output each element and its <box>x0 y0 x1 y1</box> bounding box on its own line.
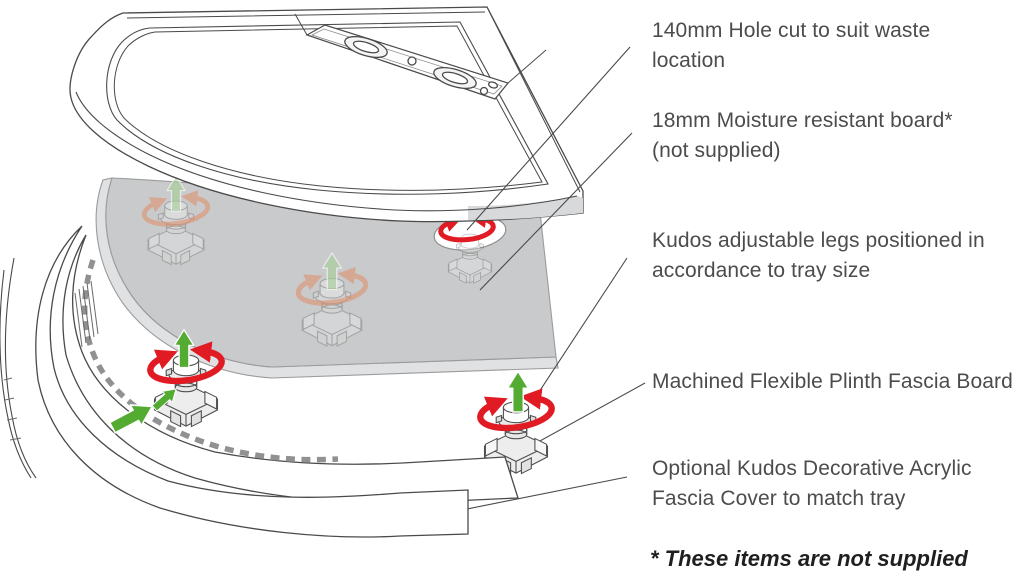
annotation-fascia-line2: Fascia Cover to match tray <box>652 487 906 510</box>
fascia-far-end <box>0 257 37 479</box>
annotation-legs-line1: Kudos adjustable legs positioned in <box>652 229 985 252</box>
leader-fascia <box>436 476 628 516</box>
annotation-plinth-line1: Machined Flexible Plinth Fascia Board <box>652 370 1013 393</box>
leader-legs <box>536 257 628 396</box>
annotation-board-line2: (not supplied) <box>652 139 781 162</box>
ghost-leg-left <box>141 175 211 266</box>
adjustable-leg-left <box>147 329 225 428</box>
annotation-legs-line2: accordance to tray size <box>652 259 871 282</box>
leader-board <box>479 132 633 291</box>
annotation-fascia: Optional Kudos Decorative Acrylic Fascia… <box>652 454 1024 514</box>
kerf-end-hatch <box>74 280 99 348</box>
ghost-leg-in-hole <box>438 211 496 284</box>
annotation-hole-line2: location <box>652 49 726 72</box>
rotate-arrow-hole <box>438 211 496 243</box>
annotation-board-line1: 18mm Moisture resistant board* <box>652 109 953 132</box>
annotation-legs: Kudos adjustable legs positioned in acco… <box>652 226 1024 286</box>
adjustable-leg-right <box>477 370 555 475</box>
annotation-hole: 140mm Hole cut to suit waste location <box>652 16 1024 76</box>
ghost-leg-centre <box>295 252 369 347</box>
acrylic-fascia-cover <box>35 225 469 538</box>
rotate-arrow-left <box>147 341 225 385</box>
annotation-plinth: Machined Flexible Plinth Fascia Board <box>652 367 1024 397</box>
annotation-fascia-line1: Optional Kudos Decorative Acrylic <box>652 457 972 480</box>
annotation-board: 18mm Moisture resistant board* (not supp… <box>652 106 1024 166</box>
annotation-hole-line1: 140mm Hole cut to suit waste <box>652 19 931 42</box>
rotate-arrow-right <box>477 388 555 432</box>
tray-underside-waste-plate <box>294 13 547 100</box>
footnote: * These items are not supplied <box>650 546 968 571</box>
leader-hole <box>466 46 631 231</box>
